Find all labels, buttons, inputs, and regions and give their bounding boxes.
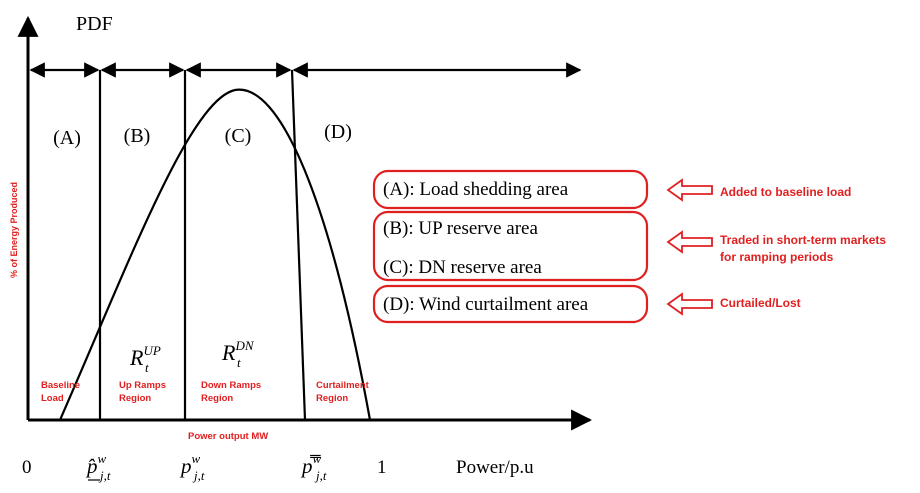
legend-box-a bbox=[372, 169, 649, 210]
tick-one: 1 bbox=[377, 457, 387, 478]
hollow-arrow-a bbox=[666, 178, 713, 202]
legend-item-d: (D): Wind curtailment area bbox=[383, 294, 589, 315]
legend-item-a: (A): Load shedding area bbox=[383, 179, 569, 200]
y-side-label: % of Energy Produced bbox=[9, 182, 19, 278]
region-letter-b: (B) bbox=[124, 125, 151, 147]
x-axis-title: Power/p.u bbox=[456, 457, 534, 478]
tick-zero: 0 bbox=[22, 457, 32, 478]
legend-item-b: (B): UP reserve area bbox=[383, 218, 538, 239]
legend-item-c: (C): DN reserve area bbox=[383, 257, 542, 278]
region-letter-c: (C) bbox=[225, 125, 252, 147]
hollow-arrow-d bbox=[666, 292, 713, 316]
x-bottom-label: Power output MW bbox=[188, 431, 268, 442]
note-a: Added to baseline load bbox=[720, 185, 851, 199]
pdf-curve bbox=[58, 88, 372, 421]
divider-cd bbox=[290, 69, 307, 421]
legend-box-d bbox=[372, 284, 649, 324]
note-d: Curtailed/Lost bbox=[720, 296, 801, 310]
y-axis-title: PDF bbox=[76, 13, 113, 35]
legend-box-bc bbox=[372, 210, 649, 282]
region-letter-a: (A) bbox=[53, 127, 81, 149]
region-letter-d: (D) bbox=[324, 121, 352, 143]
hollow-arrow-bc bbox=[666, 230, 713, 254]
